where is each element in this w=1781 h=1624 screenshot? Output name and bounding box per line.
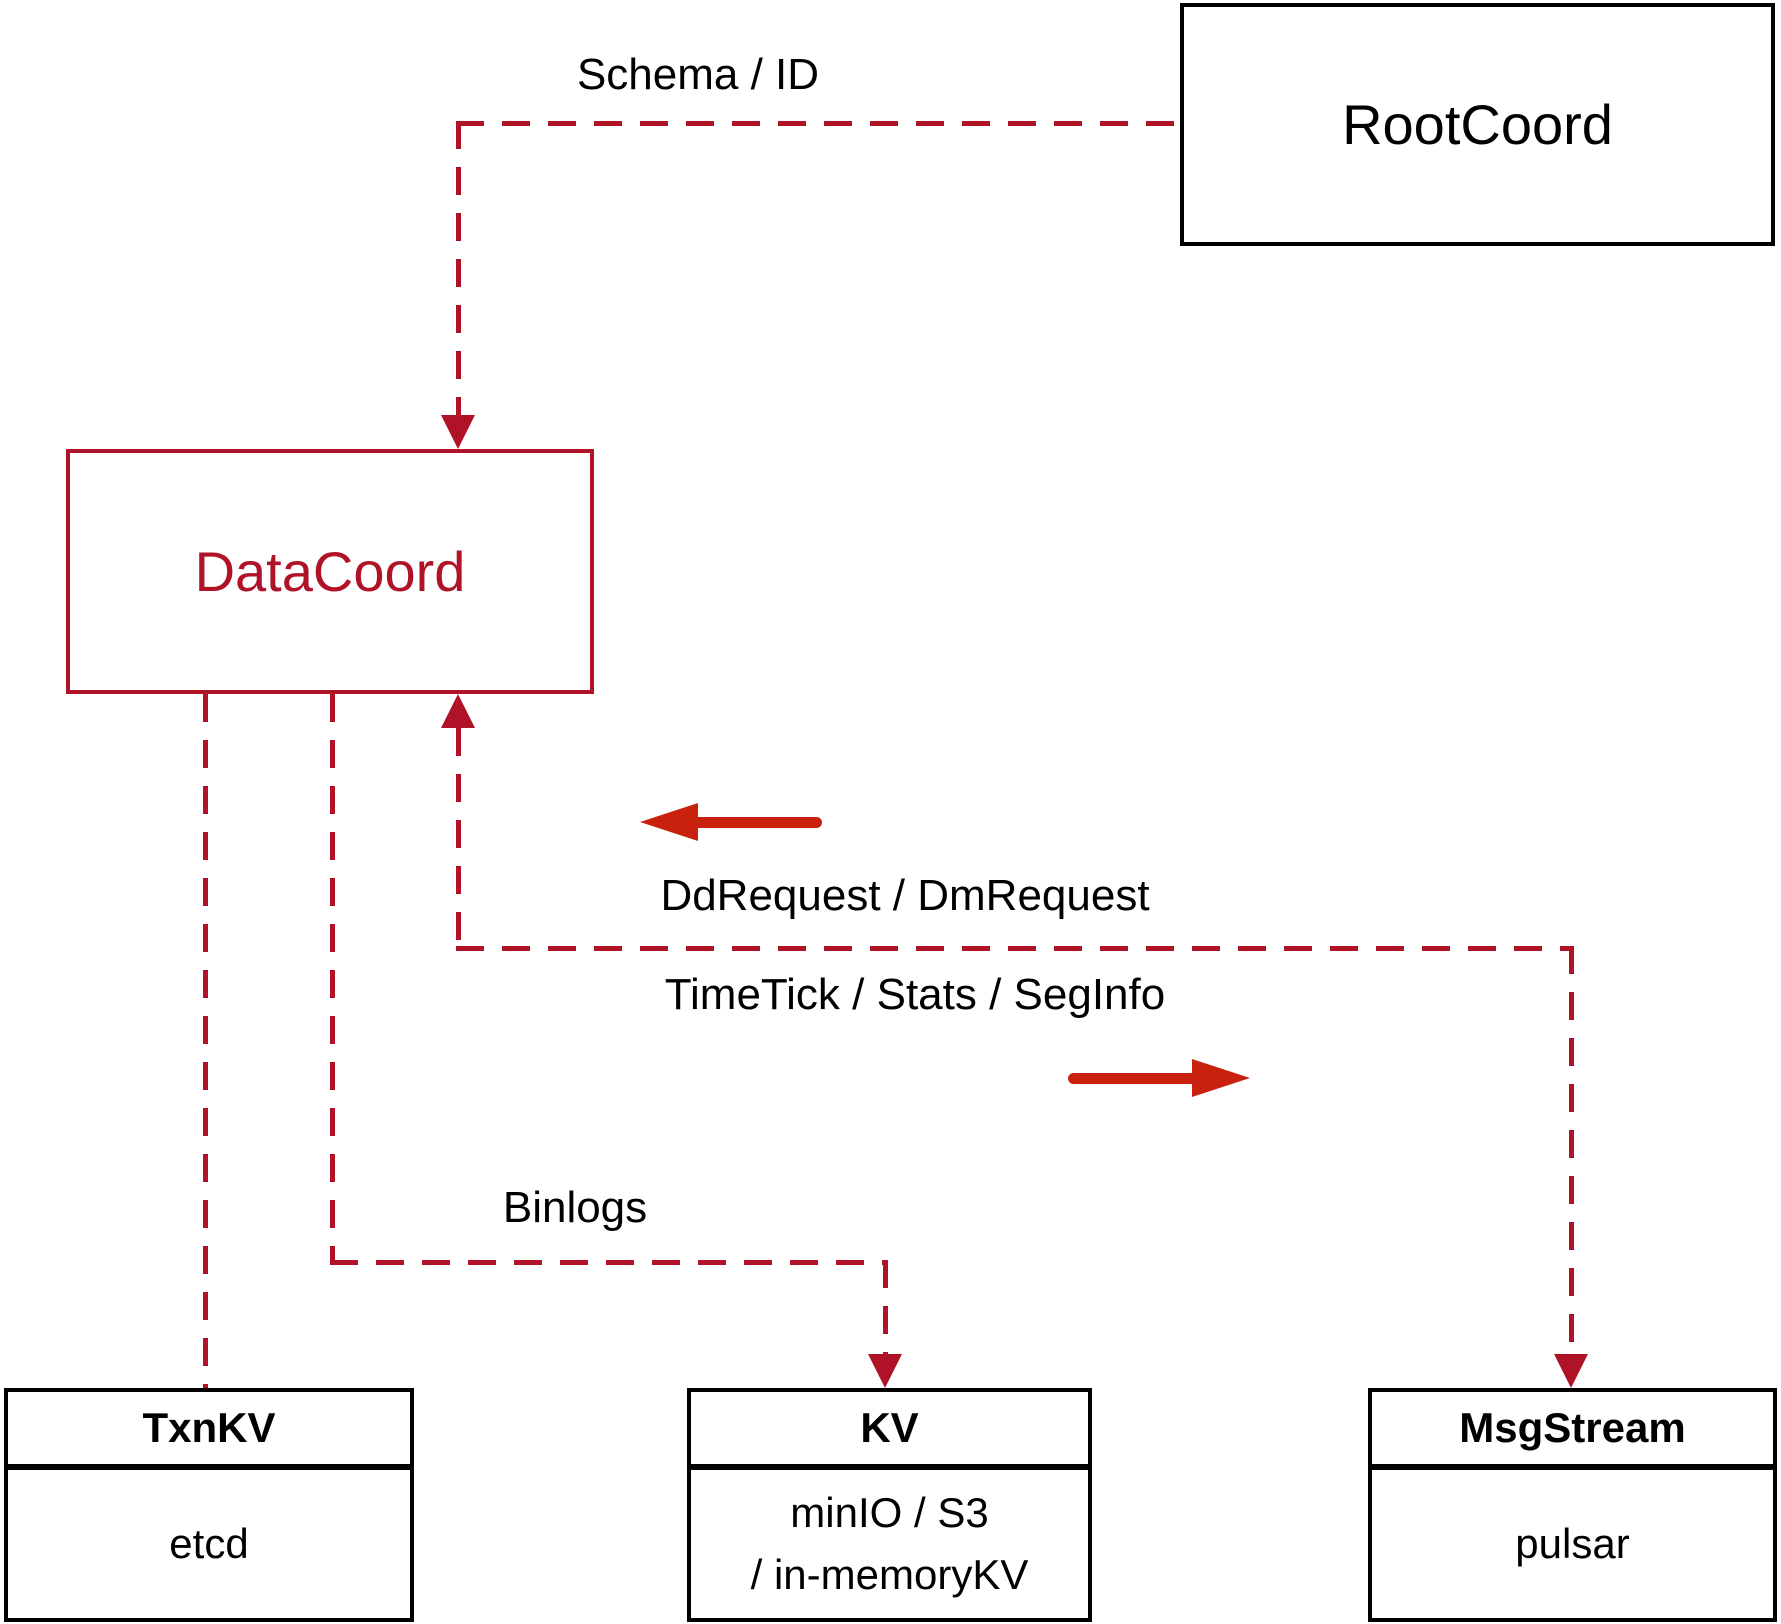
request-line-vertical-right [1569,946,1574,1354]
node-msgstream: MsgStream pulsar [1368,1388,1777,1622]
edge-label-ddrequest-dmrequest: DdRequest / DmRequest [660,871,1150,920]
binlogs-line-horizontal [330,1260,888,1265]
node-rootcoord: RootCoord [1180,3,1775,246]
datacoord-txnkv-line [203,694,208,1388]
arrowhead-up-into-datacoord-icon [441,694,475,728]
msgstream-title: MsgStream [1372,1392,1773,1470]
right-direction-arrow-icon [1068,1059,1250,1097]
rootcoord-label: RootCoord [1342,93,1613,156]
edge-label-timetick-stats-seginfo: TimeTick / Stats / SegInfo [664,970,1166,1019]
edge-label-schema-id: Schema / ID [576,50,820,99]
arrowhead-down-into-msgstream-icon [1554,1354,1588,1388]
arrowhead-down-into-datacoord-icon [441,415,475,449]
schema-id-line-vertical [456,121,461,415]
left-direction-arrow-icon [640,803,822,841]
binlogs-line-vertical-bottom [883,1260,888,1354]
node-datacoord: DataCoord [66,449,594,694]
node-txnkv: TxnKV etcd [4,1388,414,1622]
edge-label-binlogs: Binlogs [502,1183,648,1232]
arrowhead-down-into-kv-icon [868,1354,902,1388]
datacoord-label: DataCoord [194,540,466,603]
txnkv-title: TxnKV [8,1392,410,1470]
txnkv-body: etcd [169,1520,249,1567]
binlogs-line-vertical-top [330,694,335,1262]
schema-id-line-horizontal [456,121,1180,126]
request-line-horizontal [456,946,1571,951]
kv-body-line2: / in-memoryKV [750,1551,1029,1598]
kv-title: KV [691,1392,1088,1470]
request-line-vertical-left [456,728,461,948]
node-kv: KV minIO / S3 / in-memoryKV [687,1388,1092,1622]
msgstream-body: pulsar [1515,1520,1630,1567]
kv-body-line1: minIO / S3 [790,1489,989,1536]
